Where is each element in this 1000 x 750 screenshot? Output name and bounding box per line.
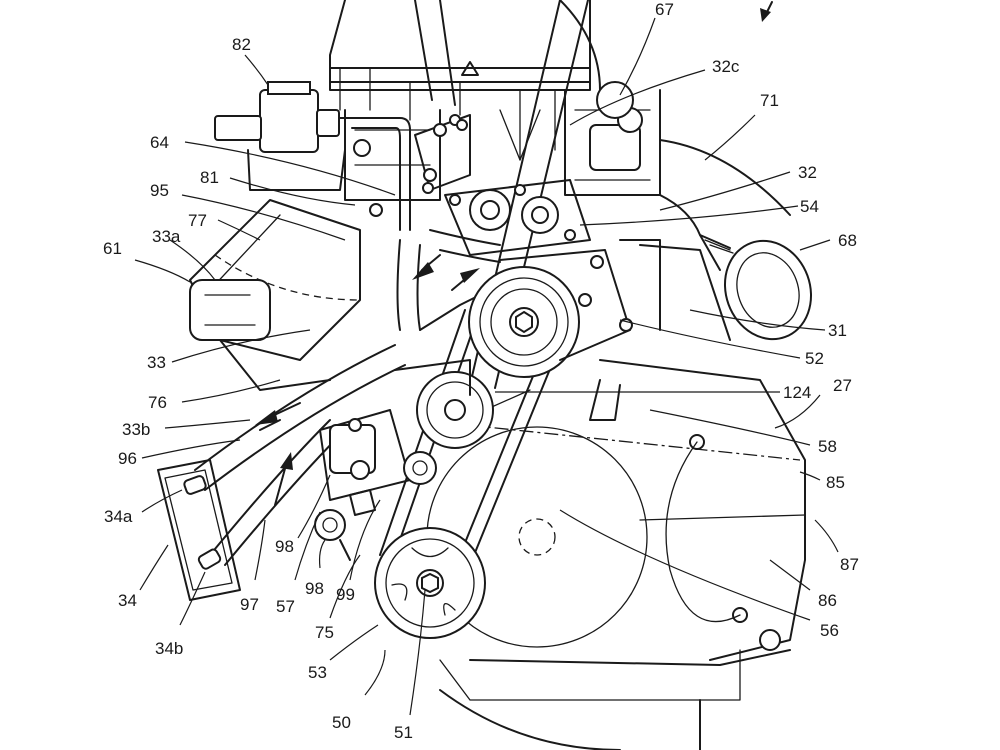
label-61: 61 bbox=[103, 239, 122, 258]
label-85: 85 bbox=[826, 473, 845, 492]
label-87: 87 bbox=[840, 555, 859, 574]
label-33a: 33a bbox=[152, 227, 181, 246]
label-27: 27 bbox=[833, 376, 852, 395]
label-54: 54 bbox=[800, 197, 819, 216]
label-57: 57 bbox=[276, 597, 295, 616]
label-98-lower: 98 bbox=[305, 579, 324, 598]
label-52: 52 bbox=[805, 349, 824, 368]
label-71: 71 bbox=[760, 91, 779, 110]
label-81: 81 bbox=[200, 168, 219, 187]
label-76: 76 bbox=[148, 393, 167, 412]
label-95: 95 bbox=[150, 181, 169, 200]
intake-manifold bbox=[330, 0, 660, 216]
label-99: 99 bbox=[336, 585, 355, 604]
label-67: 67 bbox=[655, 0, 674, 19]
label-33: 33 bbox=[147, 353, 166, 372]
label-96: 96 bbox=[118, 449, 137, 468]
pulley-31 bbox=[469, 267, 579, 377]
label-58: 58 bbox=[818, 437, 837, 456]
label-75: 75 bbox=[315, 623, 334, 642]
linkage bbox=[415, 115, 470, 193]
label-32: 32 bbox=[798, 163, 817, 182]
label-31: 31 bbox=[828, 321, 847, 340]
label-34a: 34a bbox=[104, 507, 133, 526]
label-34b: 34b bbox=[155, 639, 183, 658]
label-82: 82 bbox=[232, 35, 251, 54]
label-51: 51 bbox=[394, 723, 413, 742]
alternator-bracket-32 bbox=[445, 180, 590, 255]
reference-labels: 82 67 32c 71 64 95 81 33a 77 61 32 54 68… bbox=[103, 0, 859, 742]
label-68: 68 bbox=[838, 231, 857, 250]
reservoir-34 bbox=[158, 460, 240, 600]
crank-pulley-51 bbox=[375, 528, 485, 638]
label-32c: 32c bbox=[712, 57, 740, 76]
label-64: 64 bbox=[150, 133, 169, 152]
label-56: 56 bbox=[820, 621, 839, 640]
label-97: 97 bbox=[240, 595, 259, 614]
label-33b: 33b bbox=[122, 420, 150, 439]
label-50: 50 bbox=[332, 713, 351, 732]
component-61 bbox=[190, 200, 360, 390]
label-34: 34 bbox=[118, 591, 137, 610]
label-77: 77 bbox=[188, 211, 207, 230]
label-98-upper: 98 bbox=[275, 537, 294, 556]
label-53: 53 bbox=[308, 663, 327, 682]
label-124: 124 bbox=[783, 383, 811, 402]
idler-pulley-124 bbox=[417, 372, 493, 448]
label-86: 86 bbox=[818, 591, 837, 610]
intake-duct-71 bbox=[620, 140, 825, 351]
